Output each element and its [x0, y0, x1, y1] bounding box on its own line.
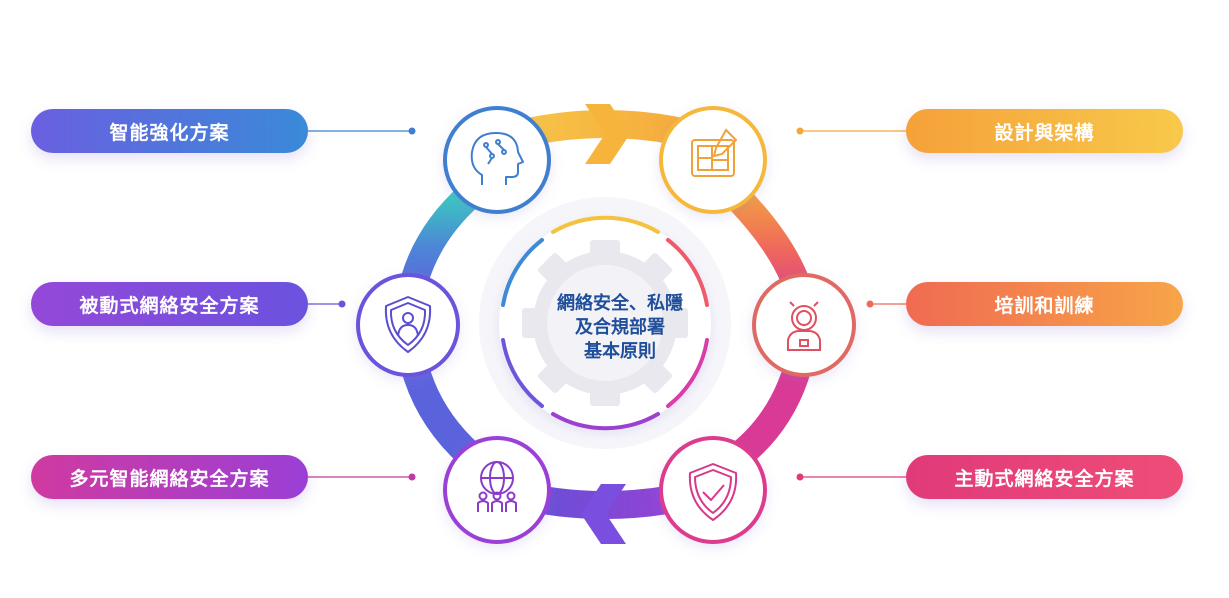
ai-head-icon: [470, 132, 524, 185]
pill-label: 設計與架構: [994, 121, 1095, 144]
node-astronaut[interactable]: [752, 273, 856, 377]
arrow-top-right-icon: [585, 104, 630, 164]
pill-label: 主動式網絡安全方案: [954, 467, 1135, 490]
node-shield-check[interactable]: [659, 436, 767, 544]
pill-label: 智能強化方案: [109, 121, 230, 144]
center-title-line-3: 基本原則: [584, 341, 656, 362]
blueprint-icon: [691, 128, 738, 177]
inner-arc-left-bottom: [501, 338, 544, 408]
node-shield-user[interactable]: [356, 273, 460, 377]
pill-label: 培訓和訓練: [994, 294, 1095, 317]
shield-user-icon: [384, 296, 432, 353]
shield-check-icon: [688, 463, 738, 521]
center-disk: [479, 197, 731, 449]
center-title-line-2: 及合規部署: [575, 317, 665, 338]
pill-training[interactable]: 培訓和訓練: [906, 282, 1183, 326]
pill-multi-intelligent-security[interactable]: 多元智能網絡安全方案: [31, 455, 308, 499]
inner-arc-right-bottom: [666, 338, 709, 408]
gear-icon: [522, 240, 688, 406]
inner-arc-right-top: [666, 238, 709, 307]
inner-arc-top: [551, 215, 660, 234]
globe-people-icon: [477, 461, 517, 512]
node-globe-people[interactable]: [443, 436, 551, 544]
astronaut-icon: [787, 301, 821, 351]
pill-label: 被動式網絡安全方案: [79, 294, 260, 317]
node-blueprint[interactable]: [659, 106, 767, 214]
center-title-line-1: 網絡安全、私隱: [557, 293, 683, 314]
pill-smart-enhancement[interactable]: 智能強化方案: [31, 109, 308, 153]
pills-bg: [31, 109, 1183, 499]
node-ai-head[interactable]: [443, 106, 551, 214]
arrow-bottom-left-icon: [581, 484, 626, 544]
connectors: [308, 127, 906, 481]
inner-arc-left-top: [501, 238, 544, 307]
pill-design-architecture[interactable]: 設計與架構: [906, 109, 1183, 153]
pill-active-security[interactable]: 主動式網絡安全方案: [906, 455, 1183, 499]
pill-passive-security[interactable]: 被動式網絡安全方案: [31, 282, 308, 326]
center-title: 網絡安全、私隱 及合規部署 基本原則: [520, 292, 720, 364]
inner-arc-bottom: [551, 412, 660, 431]
pill-label: 多元智能網絡安全方案: [69, 467, 270, 490]
